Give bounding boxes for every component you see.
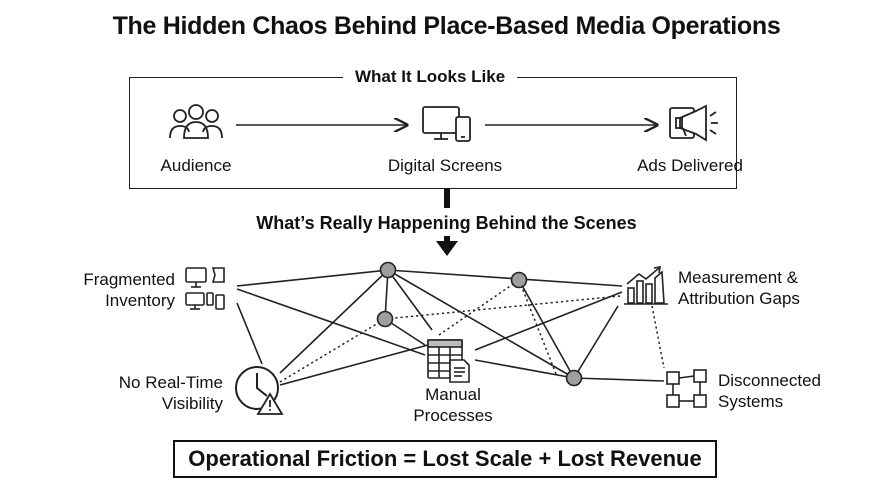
measurement-gaps-label: Measurement & Attribution Gaps — [678, 267, 878, 309]
disconnected-systems-line1: Disconnected — [718, 371, 822, 390]
digital-screens-label: Digital Screens — [387, 156, 503, 175]
no-real-time-visibility-label: No Real-Time Visibility — [80, 372, 223, 414]
megaphone-icon — [669, 104, 718, 142]
no-real-time-visibility-line2: Visibility — [161, 394, 223, 413]
down-arrow-icon — [436, 236, 458, 256]
bar-chart-icon — [624, 266, 668, 305]
network-node — [565, 369, 583, 387]
network-node — [379, 261, 397, 279]
frame-connector — [444, 188, 450, 208]
measurement-gaps-line1: Measurement & — [678, 268, 798, 287]
disconnected-systems-label: Disconnected Systems — [718, 370, 878, 412]
digital-screens-icon — [422, 106, 471, 142]
document-icon — [427, 339, 470, 383]
page-title: The Hidden Chaos Behind Place-Based Medi… — [112, 12, 781, 40]
measurement-gaps-line2: Attribution Gaps — [678, 289, 800, 308]
network-solid-lines — [236, 269, 665, 386]
manual-processes-line1: Manual — [425, 385, 481, 404]
behind-heading: What’s Really Happening Behind the Scene… — [256, 213, 637, 233]
disconnected-systems-icon — [666, 369, 707, 408]
fragmented-inventory-icon — [185, 267, 225, 310]
fragmented-inventory-label: Fragmented Inventory — [40, 269, 175, 311]
network-node — [376, 310, 394, 328]
fragmented-inventory-line1: Fragmented — [83, 270, 175, 289]
audience-icon — [169, 104, 223, 139]
conclusion-box: Operational Friction = Lost Scale + Lost… — [173, 440, 717, 478]
manual-processes-label: Manual Processes — [393, 384, 513, 426]
ads-delivered-label: Ads Delivered — [637, 156, 743, 175]
audience-label: Audience — [160, 156, 232, 175]
no-real-time-visibility-line1: No Real-Time — [118, 373, 223, 392]
network-node — [510, 271, 528, 289]
clock-warning-icon — [235, 366, 284, 415]
network-dotted-lines — [279, 279, 665, 383]
fragmented-inventory-line2: Inventory — [105, 291, 175, 310]
manual-processes-line2: Processes — [413, 406, 493, 425]
disconnected-systems-line2: Systems — [718, 392, 784, 411]
surface-heading: What It Looks Like — [343, 67, 518, 87]
